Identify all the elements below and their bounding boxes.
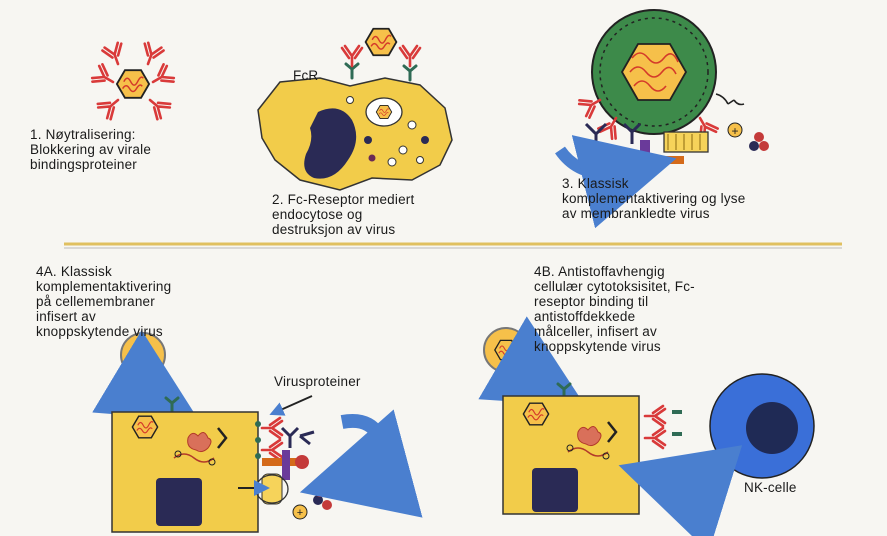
panel-1-caption: 1. Nøytralisering: Blokkering av virale … (30, 127, 210, 172)
plus-symbol-4a: + (297, 507, 303, 519)
nk-celle-label: NK-celle (744, 480, 797, 495)
curved-arrow-icon (342, 421, 382, 478)
virusproteiner-label: Virusproteiner (274, 374, 361, 389)
curved-arrow-icon (672, 470, 714, 485)
panel-2-macrophage-art (258, 29, 452, 190)
panel-3-enveloped-virus-art: + (560, 10, 769, 175)
plus-symbol-3: + (731, 124, 738, 138)
panel-4b-caption: 4B. Antistoffavhengig cellulær cytotoksi… (534, 264, 834, 354)
panel-2-caption: 2. Fc-Reseptor mediert endocytose og des… (272, 192, 532, 237)
curved-arrow-icon (560, 150, 630, 173)
fcr-label: FcR (293, 68, 318, 83)
panel-4a-infected-cell-art: + (112, 333, 382, 532)
panel-3-caption: 3. Klassisk komplementaktivering og lyse… (562, 176, 882, 221)
panel-4a-caption: 4A. Klassisk komplementaktivering på cel… (36, 264, 276, 339)
panel-1-neutralisation-art (91, 42, 176, 121)
